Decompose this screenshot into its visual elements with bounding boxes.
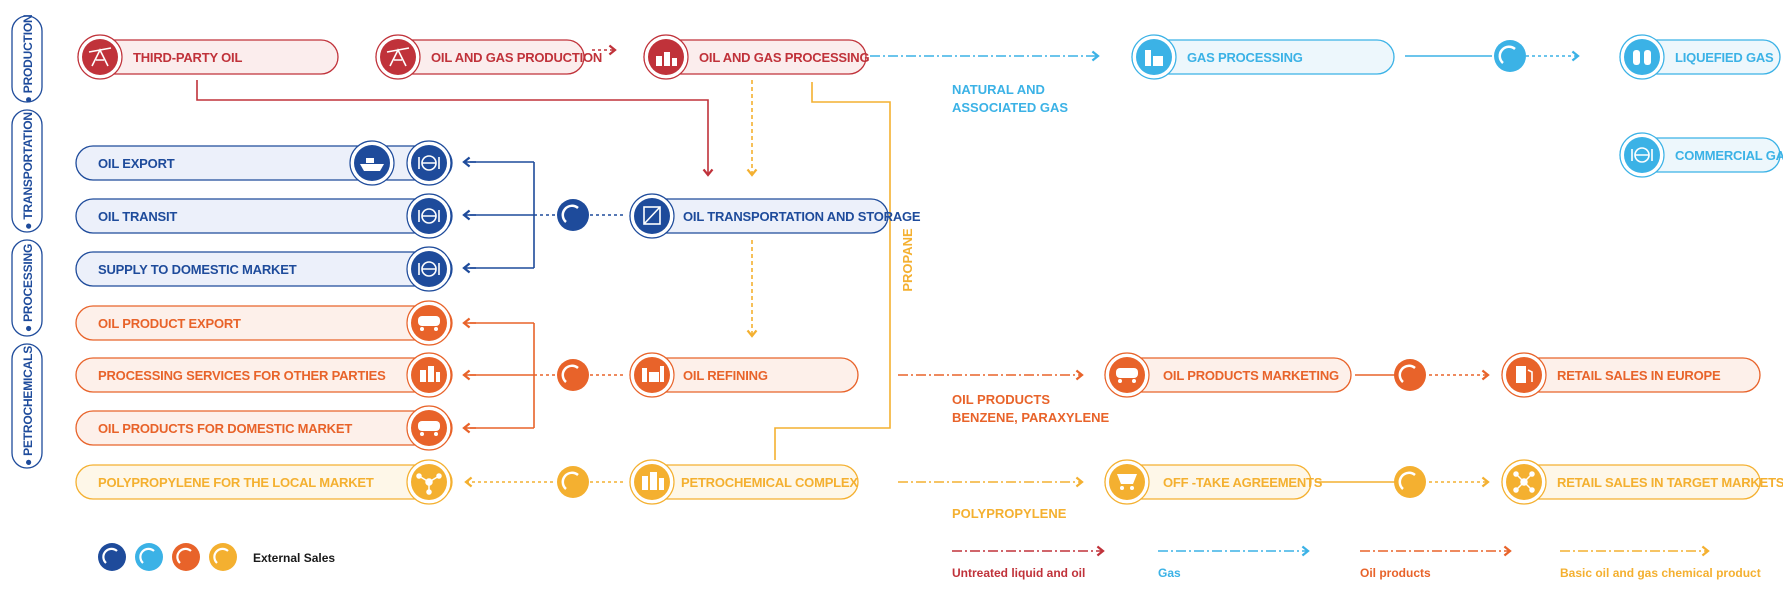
oil-pump-icon <box>88 47 112 67</box>
node-label-oil-export: OIL EXPORT <box>98 156 175 171</box>
tank-car-icon <box>1116 368 1138 383</box>
node-label-oil-products-domestic: OIL PRODUCTS FOR DOMESTIC MARKET <box>98 421 352 436</box>
node-label-retail-target: RETAIL SALES IN TARGET MARKETS <box>1557 475 1783 490</box>
network-icon <box>1513 471 1535 493</box>
node-oil-export: OIL EXPORT <box>75 140 453 186</box>
node-label-oil-gas-processing: OIL AND GAS PROCESSING <box>699 50 869 65</box>
legend-basic-chem: Basic oil and gas chemical product <box>1560 545 1761 580</box>
node-oil-gas-processing: OIL AND GAS PROCESSING <box>643 34 870 80</box>
node-offtake: OFF -TAKE AGREEMENTS <box>1104 459 1323 505</box>
section-label-petrochemicals: ● PETROCHEMICALS <box>21 346 35 466</box>
valve-icon <box>1631 147 1653 163</box>
node-label-offtake: OFF -TAKE AGREEMENTS <box>1163 475 1323 490</box>
gas-cylinder-icon <box>1633 50 1651 65</box>
storage-tank-icon <box>643 206 661 225</box>
tank-car-icon <box>418 421 440 436</box>
node-label-commercial-gas: COMMERCIAL GAS <box>1675 148 1783 163</box>
annotation-propane: PROPANE <box>900 228 915 292</box>
cart-icon <box>1117 474 1137 490</box>
external-sales-marker-blue <box>557 199 589 231</box>
legend-label-external-sales: External Sales <box>253 551 335 565</box>
factory-icon <box>420 366 440 382</box>
legend-gas: Gas <box>1158 545 1310 580</box>
node-label-oil-gas-production: OIL AND GAS PRODUCTION <box>431 50 602 65</box>
node-label-processing-services: PROCESSING SERVICES FOR OTHER PARTIES <box>98 368 386 383</box>
node-polypropylene-local: POLYPROPYLENE FOR THE LOCAL MARKET <box>75 459 453 505</box>
node-label-oil-product-export: OIL PRODUCT EXPORT <box>98 316 241 331</box>
section-label-production: ● PRODUCTION <box>21 15 35 104</box>
chemical-plant-icon <box>642 472 664 490</box>
refinery-icon <box>642 366 664 382</box>
legend-label-gas: Gas <box>1158 566 1181 580</box>
processing-plant-icon <box>656 52 677 66</box>
node-label-petrochemical-complex: PETROCHEMICAL COMPLEX <box>681 475 858 490</box>
legend-external-sales: External Sales <box>98 543 335 571</box>
annotation-natural-gas-line1: NATURAL AND <box>952 82 1045 97</box>
node-label-supply-domestic: SUPPLY TO DOMESTIC MARKET <box>98 262 297 277</box>
section-tab-production: ● PRODUCTION <box>11 15 43 104</box>
node-oil-refining: OIL REFINING <box>629 352 859 398</box>
node-gas-processing: GAS PROCESSING <box>1131 34 1395 80</box>
tank-car-icon <box>418 316 440 331</box>
node-label-gas-processing: GAS PROCESSING <box>1187 50 1303 65</box>
node-label-oil-products-marketing: OIL PRODUCTS MARKETING <box>1163 368 1339 383</box>
node-oil-products-marketing: OIL PRODUCTS MARKETING <box>1104 352 1352 398</box>
node-label-oil-refining: OIL REFINING <box>683 368 768 383</box>
node-oil-product-export: OIL PRODUCT EXPORT <box>75 300 453 346</box>
external-sales-marker-yellow-2 <box>1394 466 1426 498</box>
node-oil-transport-storage: OIL TRANSPORTATION AND STORAGE <box>629 193 921 239</box>
gas-plant-icon <box>1145 50 1163 66</box>
node-oil-transit: OIL TRANSIT <box>75 193 453 239</box>
connector-orange-branch <box>470 322 535 429</box>
node-label-polypropylene-local: POLYPROPYLENE FOR THE LOCAL MARKET <box>98 475 374 490</box>
node-label-liquefied-gas: LIQUEFIED GAS <box>1675 50 1774 65</box>
external-sales-marker-orange-2 <box>1394 359 1426 391</box>
node-label-third-party-oil: THIRD-PARTY OIL <box>133 50 242 65</box>
section-tab-transportation: ● TRANSPORTATION <box>11 109 43 233</box>
node-retail-europe: RETAIL SALES IN EUROPE <box>1501 352 1761 398</box>
section-label-transportation: ● TRANSPORTATION <box>21 112 35 230</box>
node-liquefied-gas: LIQUEFIED GAS <box>1619 34 1781 80</box>
node-third-party-oil: THIRD-PARTY OIL <box>77 34 339 80</box>
oil-rig-icon <box>386 47 410 67</box>
legend-label-untreated: Untreated liquid and oil <box>952 566 1085 580</box>
legend-label-basic-chem: Basic oil and gas chemical product <box>1560 566 1761 580</box>
node-oil-products-domestic: OIL PRODUCTS FOR DOMESTIC MARKET <box>75 405 453 451</box>
node-supply-domestic: SUPPLY TO DOMESTIC MARKET <box>75 246 453 292</box>
node-retail-target: RETAIL SALES IN TARGET MARKETS <box>1501 459 1783 505</box>
annotation-oil-products-line2: BENZENE, PARAXYLENE <box>952 410 1110 425</box>
external-sales-marker-yellow <box>557 466 589 498</box>
node-petrochemical-complex: PETROCHEMICAL COMPLEX <box>629 459 859 505</box>
node-label-oil-transport-storage: OIL TRANSPORTATION AND STORAGE <box>683 209 921 224</box>
node-label-oil-transit: OIL TRANSIT <box>98 209 177 224</box>
node-label-retail-europe: RETAIL SALES IN EUROPE <box>1557 368 1721 383</box>
connector-blue-branch <box>470 161 535 269</box>
node-processing-services: PROCESSING SERVICES FOR OTHER PARTIES <box>75 352 453 398</box>
valve-icon <box>418 261 440 277</box>
valve-icon <box>418 155 440 171</box>
node-oil-gas-production: OIL AND GAS PRODUCTION <box>375 34 602 80</box>
tanker-ship-icon <box>360 158 384 171</box>
section-tab-processing: ● PROCESSING <box>11 239 43 337</box>
annotation-natural-gas-line2: ASSOCIATED GAS <box>952 100 1068 115</box>
external-sales-marker-orange <box>557 359 589 391</box>
valve-icon <box>418 208 440 224</box>
section-label-processing: ● PROCESSING <box>21 244 35 332</box>
fuel-pump-icon <box>1516 366 1533 383</box>
molecule-icon <box>416 473 442 495</box>
connector-thirdparty-to-transport <box>196 80 714 177</box>
annotation-oil-products-line1: OIL PRODUCTS <box>952 392 1050 407</box>
section-tab-petrochemicals: ● PETROCHEMICALS <box>11 343 43 469</box>
legend-label-oil-products: Oil products <box>1360 566 1431 580</box>
annotation-polypropylene: POLYPROPYLENE <box>952 506 1067 521</box>
node-commercial-gas: COMMERCIAL GAS <box>1619 132 1783 178</box>
legend-untreated: Untreated liquid and oil <box>952 545 1105 580</box>
legend-oil-products: Oil products <box>1360 545 1512 580</box>
connector-propane <box>774 82 891 460</box>
external-sales-marker-cyan <box>1494 40 1526 72</box>
